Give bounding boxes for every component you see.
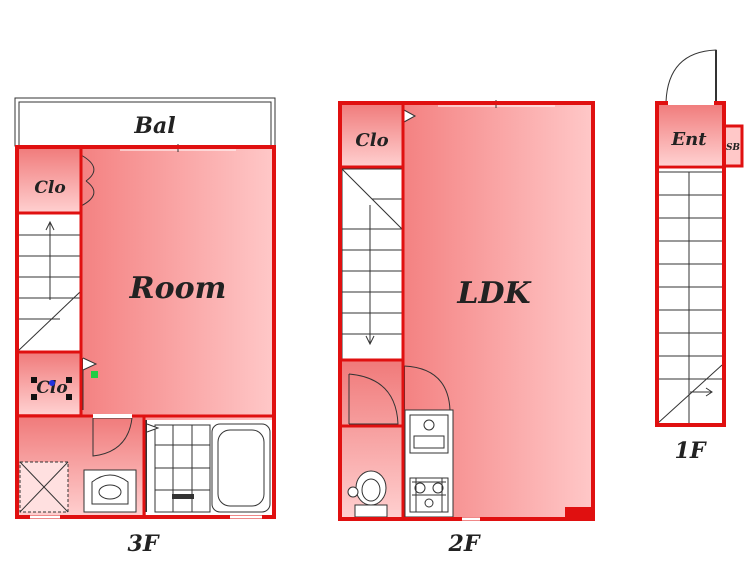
stairs-3f: [17, 213, 81, 352]
closet-top: [17, 147, 81, 213]
closet-2f-label: Clo: [355, 130, 388, 151]
closet-bottom-door: [31, 357, 98, 410]
entrance: [657, 103, 724, 165]
floor-1f: Ent SB 1F: [655, 49, 744, 464]
stairs-1f: [657, 171, 723, 424]
shoe-box: SB: [722, 124, 744, 168]
floor-3f-label: 3F: [128, 531, 160, 557]
walls-1f: [655, 101, 726, 427]
ldk-label: LDK: [456, 276, 532, 311]
floor-1f-label: 1F: [675, 438, 707, 464]
floor-2f: Clo: [338, 100, 595, 557]
washing-machine-space: [19, 461, 69, 513]
closet-top-label: Clo: [34, 178, 65, 198]
stairs-2f: [341, 168, 403, 360]
bathroom-tiles: [154, 424, 211, 513]
kitchen: [404, 409, 454, 518]
entrance-door: [665, 49, 717, 103]
shoe-box-label: SB: [726, 143, 740, 153]
balcony: Bal: [14, 97, 276, 147]
walls-3f: [15, 145, 276, 519]
bathroom-door: [145, 420, 160, 512]
closet-bottom-label: Clo: [36, 378, 67, 398]
entrance-label: Ent: [670, 129, 707, 150]
toilet-door: [348, 373, 399, 425]
wash-basin: [83, 469, 137, 513]
toilet: [347, 470, 388, 518]
closet-2f: [340, 103, 403, 167]
floor-2f-label: 2F: [448, 531, 481, 557]
walls-2f: [338, 101, 595, 521]
room-label: Room: [129, 271, 227, 306]
floor-3f: Bal Clo: [14, 97, 276, 557]
balcony-label: Bal: [133, 113, 175, 139]
bathtub: [211, 423, 271, 513]
